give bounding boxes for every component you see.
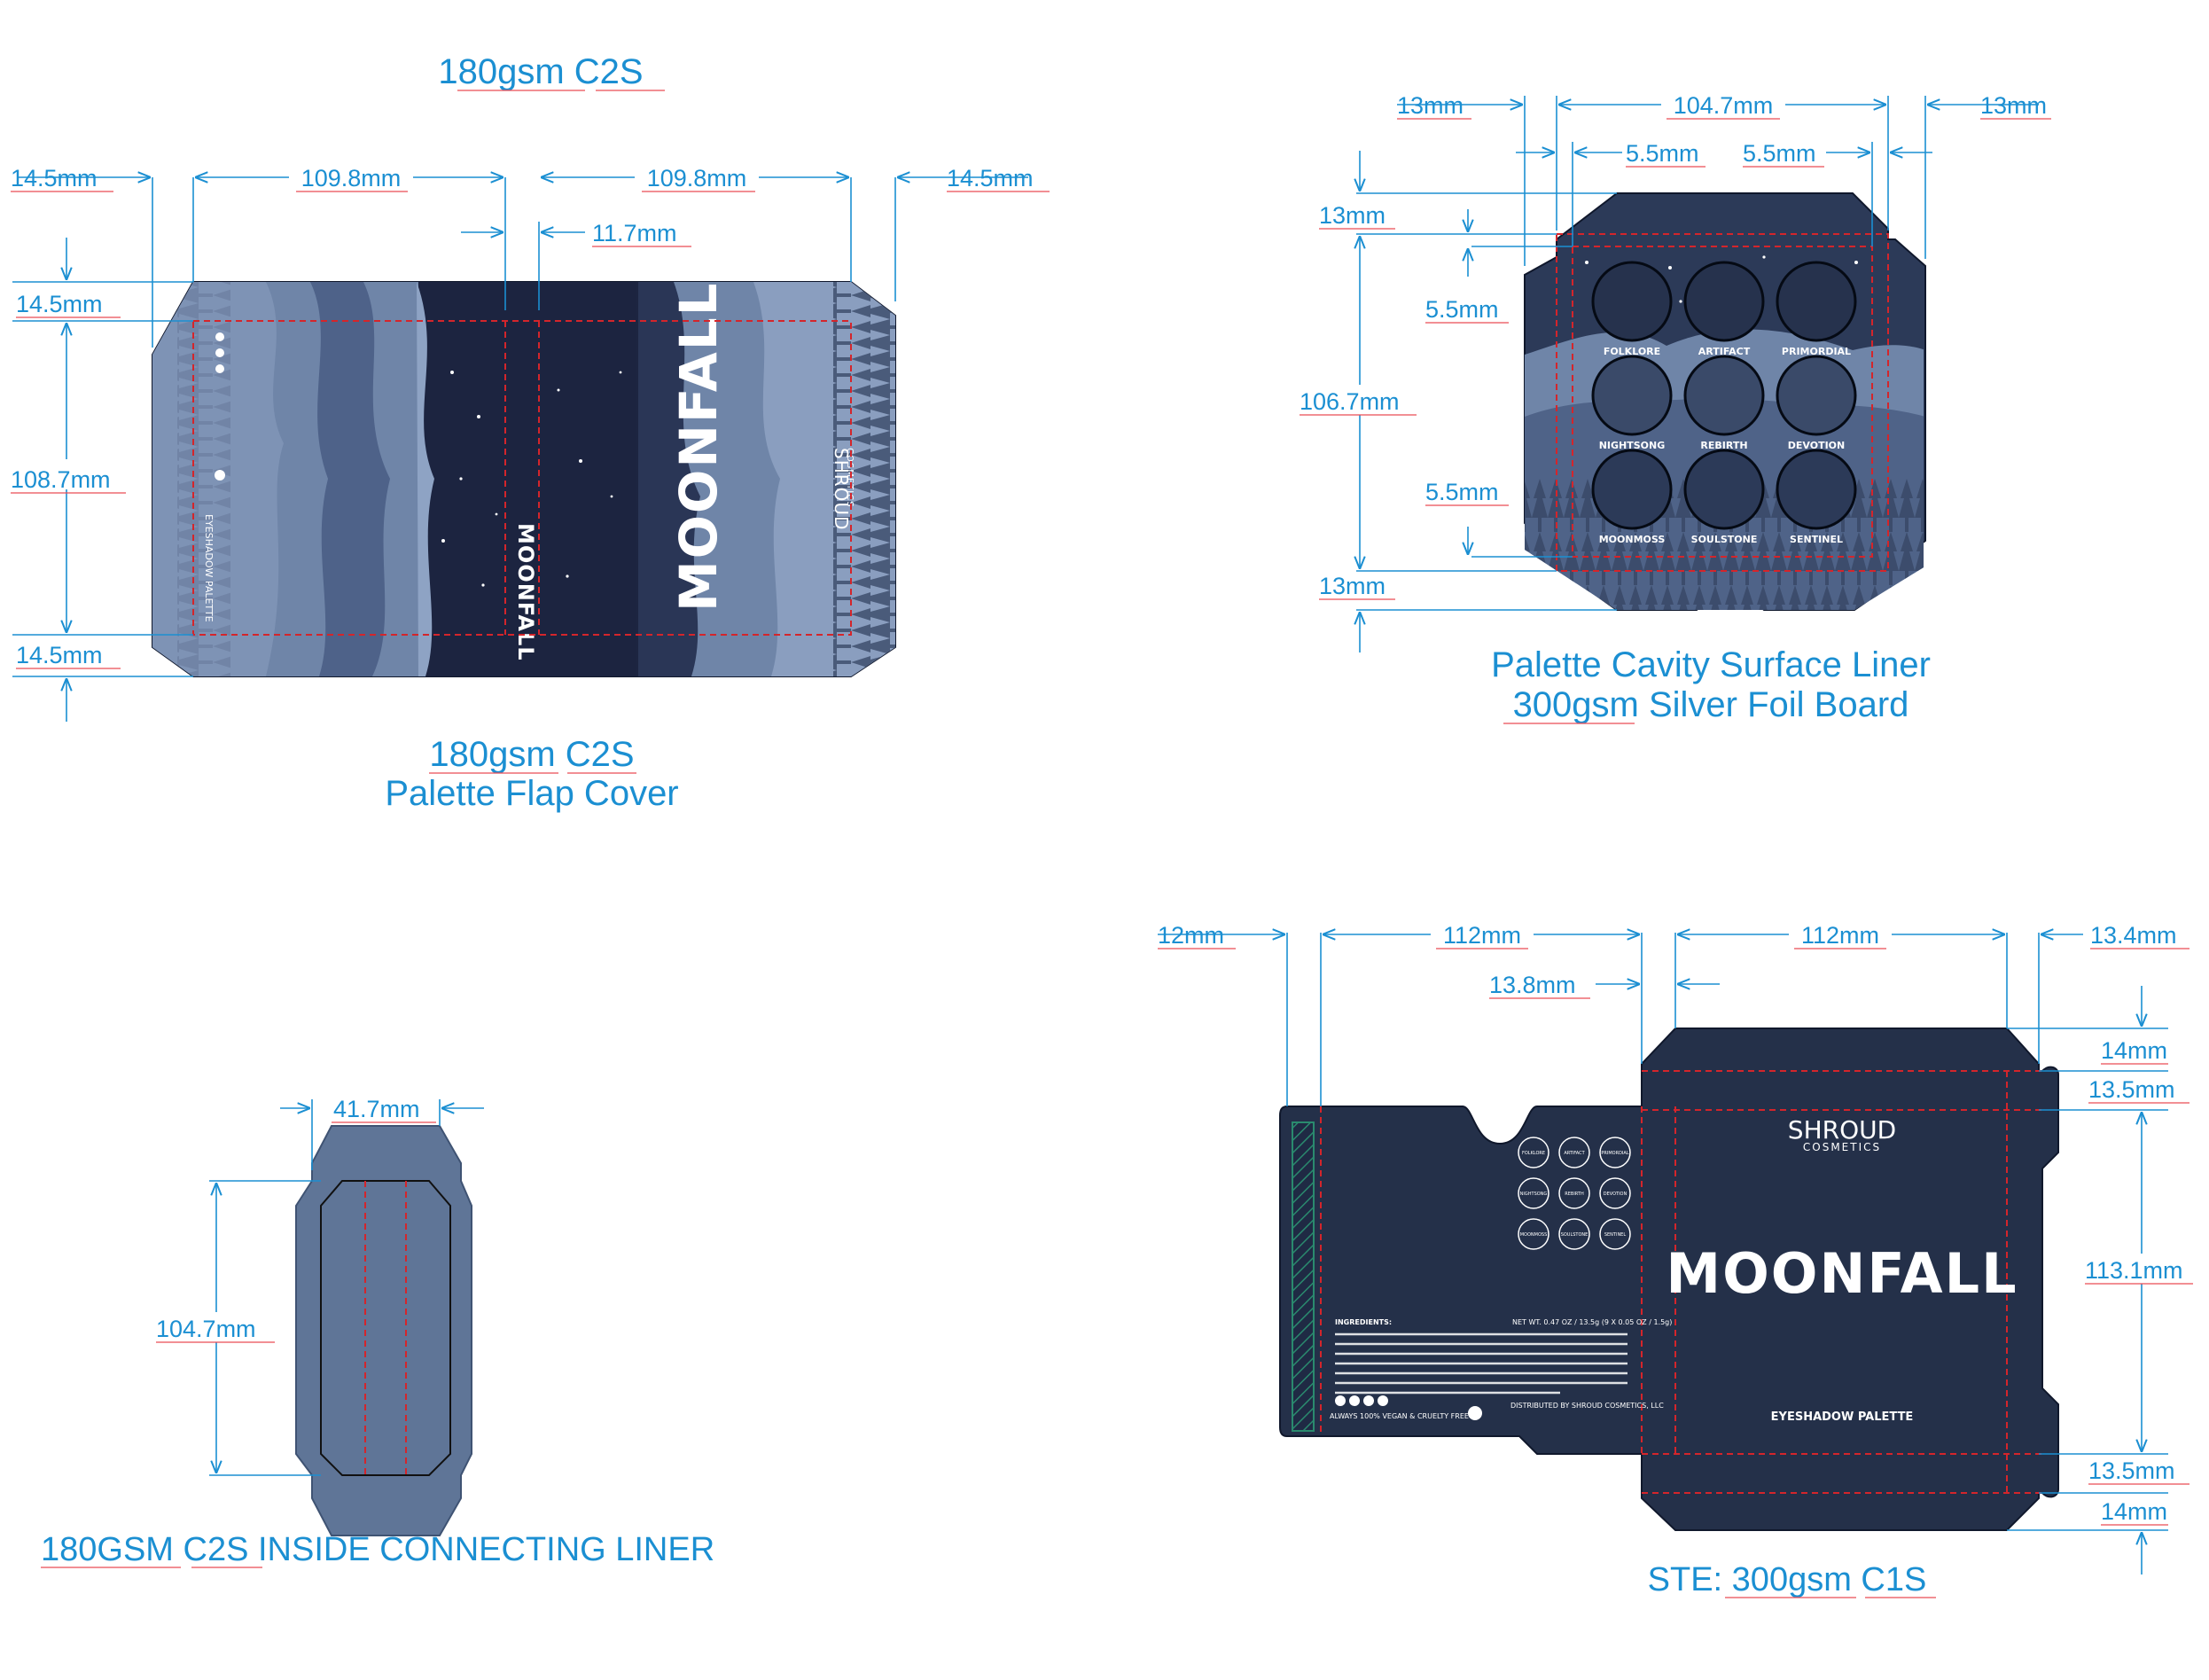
flap-cover-brand-sub: COSMETICS [845, 448, 855, 508]
back-shade-label: NIGHTSONG [1520, 1192, 1548, 1197]
cavity-caption-2: 300gsm Silver Foil Board [1513, 685, 1909, 724]
flap-cover-brand: SHROUD [831, 448, 852, 530]
cavity-dim-width: 104.7mm [1674, 92, 1774, 119]
cavity-dim-inset-bottom: 5.5mm [1425, 479, 1499, 505]
connecting-liner-panel [320, 1180, 451, 1476]
flap-dim-top-flap: 14.5mm [16, 291, 103, 317]
flap-cover-side-title: EYESHADOW PALETTE [203, 514, 215, 622]
flap-dim-bottom-flap: 14.5mm [16, 642, 103, 668]
shade-label: REBIRTH [1700, 440, 1747, 451]
back-shade-label: REBIRTH [1565, 1192, 1584, 1197]
box-dim-spine: 13.8mm [1489, 972, 1576, 998]
cavity-inner-fold [1572, 246, 1873, 558]
back-shade-label: DEVOTION [1604, 1192, 1627, 1197]
cavity-wells [1591, 261, 1857, 530]
cavity-dim-right-flap: 13mm [1980, 92, 2047, 119]
box-brand: SHROUD [1788, 1115, 1896, 1145]
back-shade-label: PRIMORDIAL [1601, 1151, 1628, 1156]
cavity-caption-1: Palette Cavity Surface Liner [1491, 645, 1931, 684]
back-shade-label: ARTIFACT [1564, 1151, 1585, 1156]
connecting-caption: 180GSM C2S INSIDE CONNECTING LINER [41, 1531, 714, 1568]
box-dim-height: 113.1mm [2085, 1257, 2183, 1284]
vegan-statement: ALWAYS 100% VEGAN & CRUELTY FREE [1330, 1412, 1469, 1420]
box-brand-sub: COSMETICS [1803, 1141, 1881, 1153]
flap-cover-diagram: 180gsm C2S MOONFALL MOONFALL SHROUD [9, 52, 1050, 813]
cavity-dim-inset-left: 5.5mm [1626, 140, 1699, 167]
outer-box-diagram: FOLKLORE ARTIFACT PRIMORDIAL NIGHTSONG R… [1158, 918, 2197, 1598]
back-shade-grid: FOLKLORE ARTIFACT PRIMORDIAL NIGHTSONG R… [1518, 1137, 1631, 1250]
flap-dim-left-margin: 14.5mm [11, 165, 98, 191]
glue-flap [1292, 1121, 1315, 1432]
flap-cover-artwork: MOONFALL MOONFALL SHROUD COSMETICS EYESH… [152, 281, 895, 676]
flap-cover-material-top: 180gsm C2S [438, 52, 643, 91]
flap-cover-fold-line [192, 320, 852, 636]
flap-dim-height: 108.7mm [11, 466, 111, 493]
shade-label: ARTIFACT [1698, 346, 1751, 357]
connecting-dim-height: 104.7mm [156, 1316, 256, 1342]
flap-dim-left-panel: 109.8mm [301, 165, 402, 191]
box-cert-icons [1335, 1395, 1482, 1420]
cavity-shade-labels: FOLKLORE ARTIFACT PRIMORDIAL NIGHTSONG R… [1599, 346, 1851, 545]
box-dim-bottom-fold: 13.5mm [2088, 1457, 2175, 1484]
flap-cover-cert-icons [215, 332, 225, 481]
outer-box-outline [1279, 1028, 2059, 1531]
cavity-dim-inset-top: 5.5mm [1425, 296, 1499, 323]
flap-cover-spine-logo: MOONFALL [513, 523, 538, 661]
back-shade-label: SOULSTONE [1561, 1232, 1588, 1238]
shade-label: SENTINEL [1790, 534, 1843, 545]
shade-label: DEVOTION [1788, 440, 1845, 451]
flap-dim-spine: 11.7mm [592, 220, 677, 246]
shade-label: SOULSTONE [1691, 534, 1758, 545]
cavity-dim-top-flap: 13mm [1319, 202, 1386, 229]
shade-label: FOLKLORE [1604, 346, 1660, 357]
connecting-liner-diagram: 41.7mm 104.7mm 180GSM C2S INSIDE CONNECT… [41, 1096, 714, 1568]
box-logo: MOONFALL [1666, 1241, 2018, 1306]
shade-label: NIGHTSONG [1599, 440, 1666, 451]
flap-cover-logo: MOONFALL [668, 281, 729, 612]
cavity-dim-left-flap: 13mm [1397, 92, 1464, 119]
back-shade-label: FOLKLORE [1522, 1151, 1545, 1156]
cavity-dim-height: 106.7mm [1300, 388, 1400, 415]
box-dim-top-tuck: 14mm [2101, 1037, 2167, 1064]
net-weight: NET WT. 0.47 OZ / 13.5g (9 X 0.05 OZ / 1… [1512, 1318, 1672, 1326]
flap-cover-caption-1: 180gsm C2S [429, 735, 634, 774]
ingredients-block [1335, 1332, 1627, 1395]
box-dim-front-panel: 112mm [1801, 922, 1879, 949]
cavity-fold-line [1556, 233, 1889, 572]
flap-dim-right-margin: 14.5mm [947, 165, 1034, 191]
flap-cover-caption-2: Palette Flap Cover [385, 774, 678, 813]
shade-label: PRIMORDIAL [1782, 346, 1851, 357]
box-product: EYESHADOW PALETTE [1771, 1410, 1914, 1424]
box-dim-bottom-tuck: 14mm [2101, 1498, 2167, 1525]
outer-box-caption: STE: 300gsm C1S [1648, 1561, 1927, 1598]
back-shade-label: MOONMOSS [1520, 1232, 1548, 1238]
box-dim-top-fold: 13.5mm [2088, 1076, 2175, 1103]
distributor: DISTRIBUTED BY SHROUD COSMETICS, LLC [1510, 1402, 1664, 1410]
cavity-dim-inset-right: 5.5mm [1743, 140, 1816, 167]
flap-dim-right-panel: 109.8mm [647, 165, 747, 191]
ingredients-title: INGREDIENTS: [1335, 1318, 1392, 1326]
connecting-liner-outline [295, 1125, 472, 1536]
connecting-dim-width: 41.7mm [333, 1096, 420, 1122]
box-dim-right-flap: 13.4mm [2090, 922, 2177, 949]
cavity-liner-diagram: FOLKLORE ARTIFACT PRIMORDIAL NIGHTSONG R… [1296, 89, 2051, 724]
cavity-dim-bottom-flap: 13mm [1319, 573, 1386, 599]
box-dim-back-panel: 112mm [1443, 922, 1521, 949]
shade-label: MOONMOSS [1599, 534, 1666, 545]
back-shade-label: SENTINEL [1604, 1232, 1627, 1238]
box-dim-left-flap: 12mm [1158, 922, 1224, 949]
